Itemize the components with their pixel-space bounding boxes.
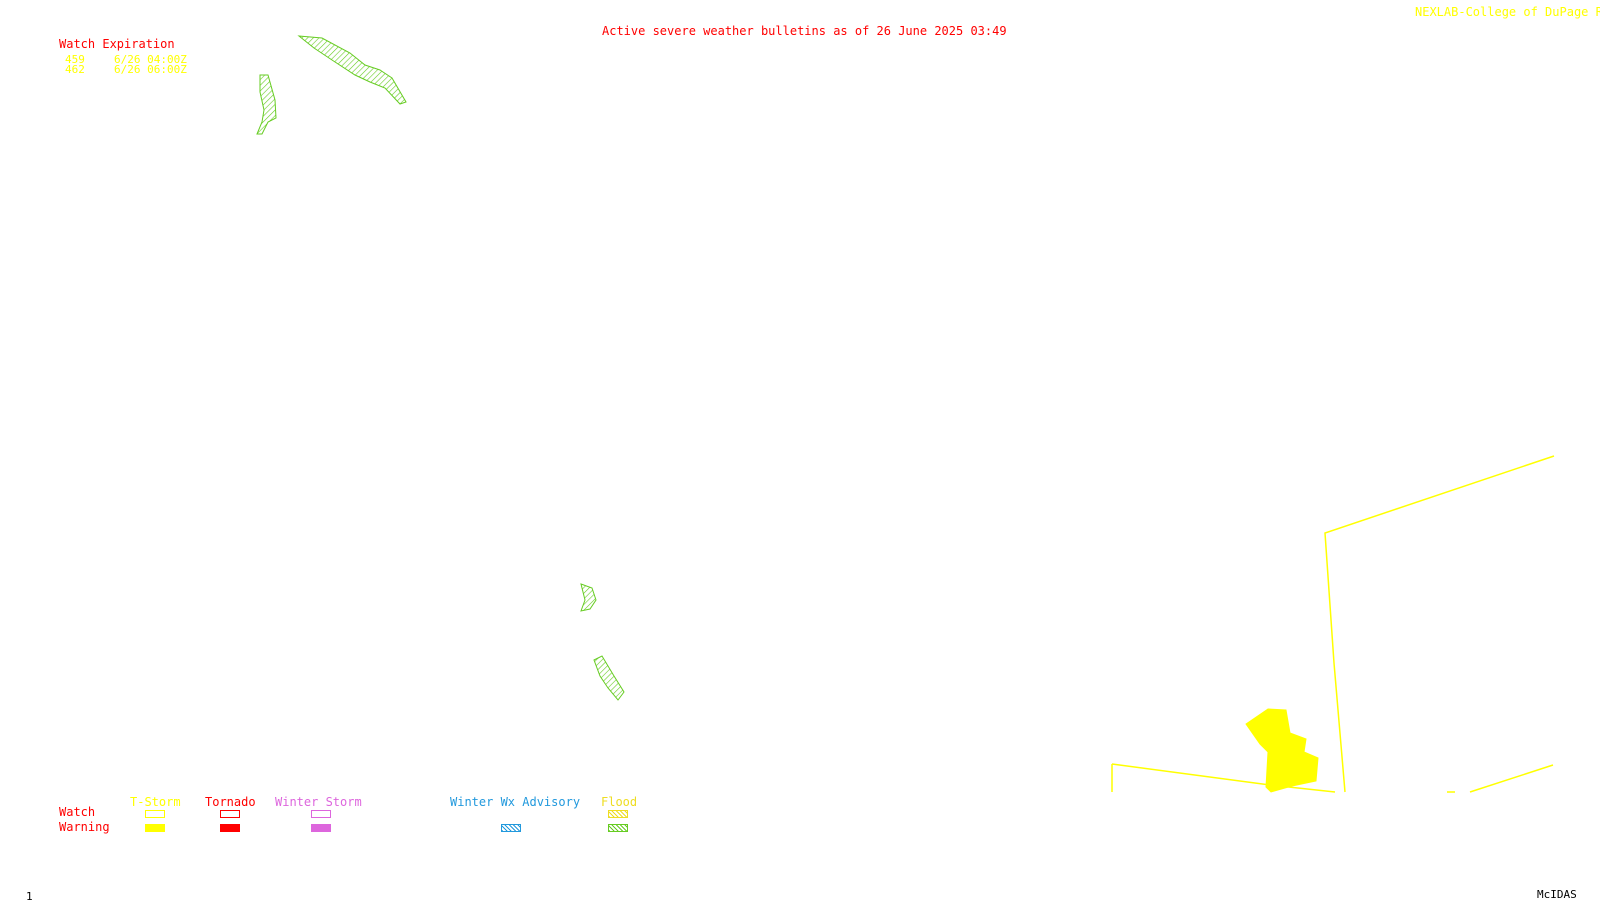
- legend-swatch-winter-storm-watch: [311, 810, 331, 818]
- legend-label-winter-wx-advisory: Winter Wx Advisory: [450, 795, 581, 809]
- legend-swatch-tornado-warning: [220, 824, 240, 832]
- flood-warning-polygon: [593, 655, 625, 701]
- tstorm-watch-outline: [1469, 764, 1554, 793]
- credit-text: NEXLAB-College of DuPage R: [1415, 5, 1600, 19]
- legend-label-tornado: Tornado: [205, 795, 256, 809]
- watch-id: 459: [65, 53, 85, 66]
- flood-warning-polygon: [580, 583, 597, 612]
- legend-label-winter-storm: Winter Storm: [275, 795, 362, 809]
- legend-swatch-winter-wx-advisory: [501, 824, 521, 832]
- watch-expiration-heading: Watch Expiration: [59, 37, 175, 51]
- flood-warning-polygon: [256, 74, 277, 135]
- watch-expires: 6/26 04:00Z: [114, 53, 187, 66]
- tstorm-watch-outline: [1324, 455, 1555, 793]
- frame-number: 1: [26, 890, 33, 903]
- legend-label-tstorm: T-Storm: [130, 795, 181, 809]
- watch-expires: 6/26 06:00Z: [114, 63, 187, 76]
- legend-swatch-tstorm-watch: [145, 810, 165, 818]
- flood-warning-polygon: [297, 35, 407, 105]
- legend-swatch-flood-warning: [608, 824, 628, 832]
- legend-swatch-flood-watch: [608, 810, 628, 818]
- legend-row-label-watch: Watch: [59, 805, 96, 819]
- legend-label-flood: Flood: [601, 795, 638, 809]
- tstorm-warning-polygon: [1245, 708, 1319, 793]
- software-label: McIDAS: [1537, 888, 1577, 901]
- watch-id: 462: [65, 63, 85, 76]
- legend-swatch-winter-storm-warning: [311, 824, 331, 832]
- page-title: Active severe weather bulletins as of 26…: [602, 24, 1007, 38]
- legend-row-label-warning: Warning: [59, 820, 110, 834]
- legend-swatch-tornado-watch: [220, 810, 240, 818]
- legend-swatch-tstorm-warning: [145, 824, 165, 832]
